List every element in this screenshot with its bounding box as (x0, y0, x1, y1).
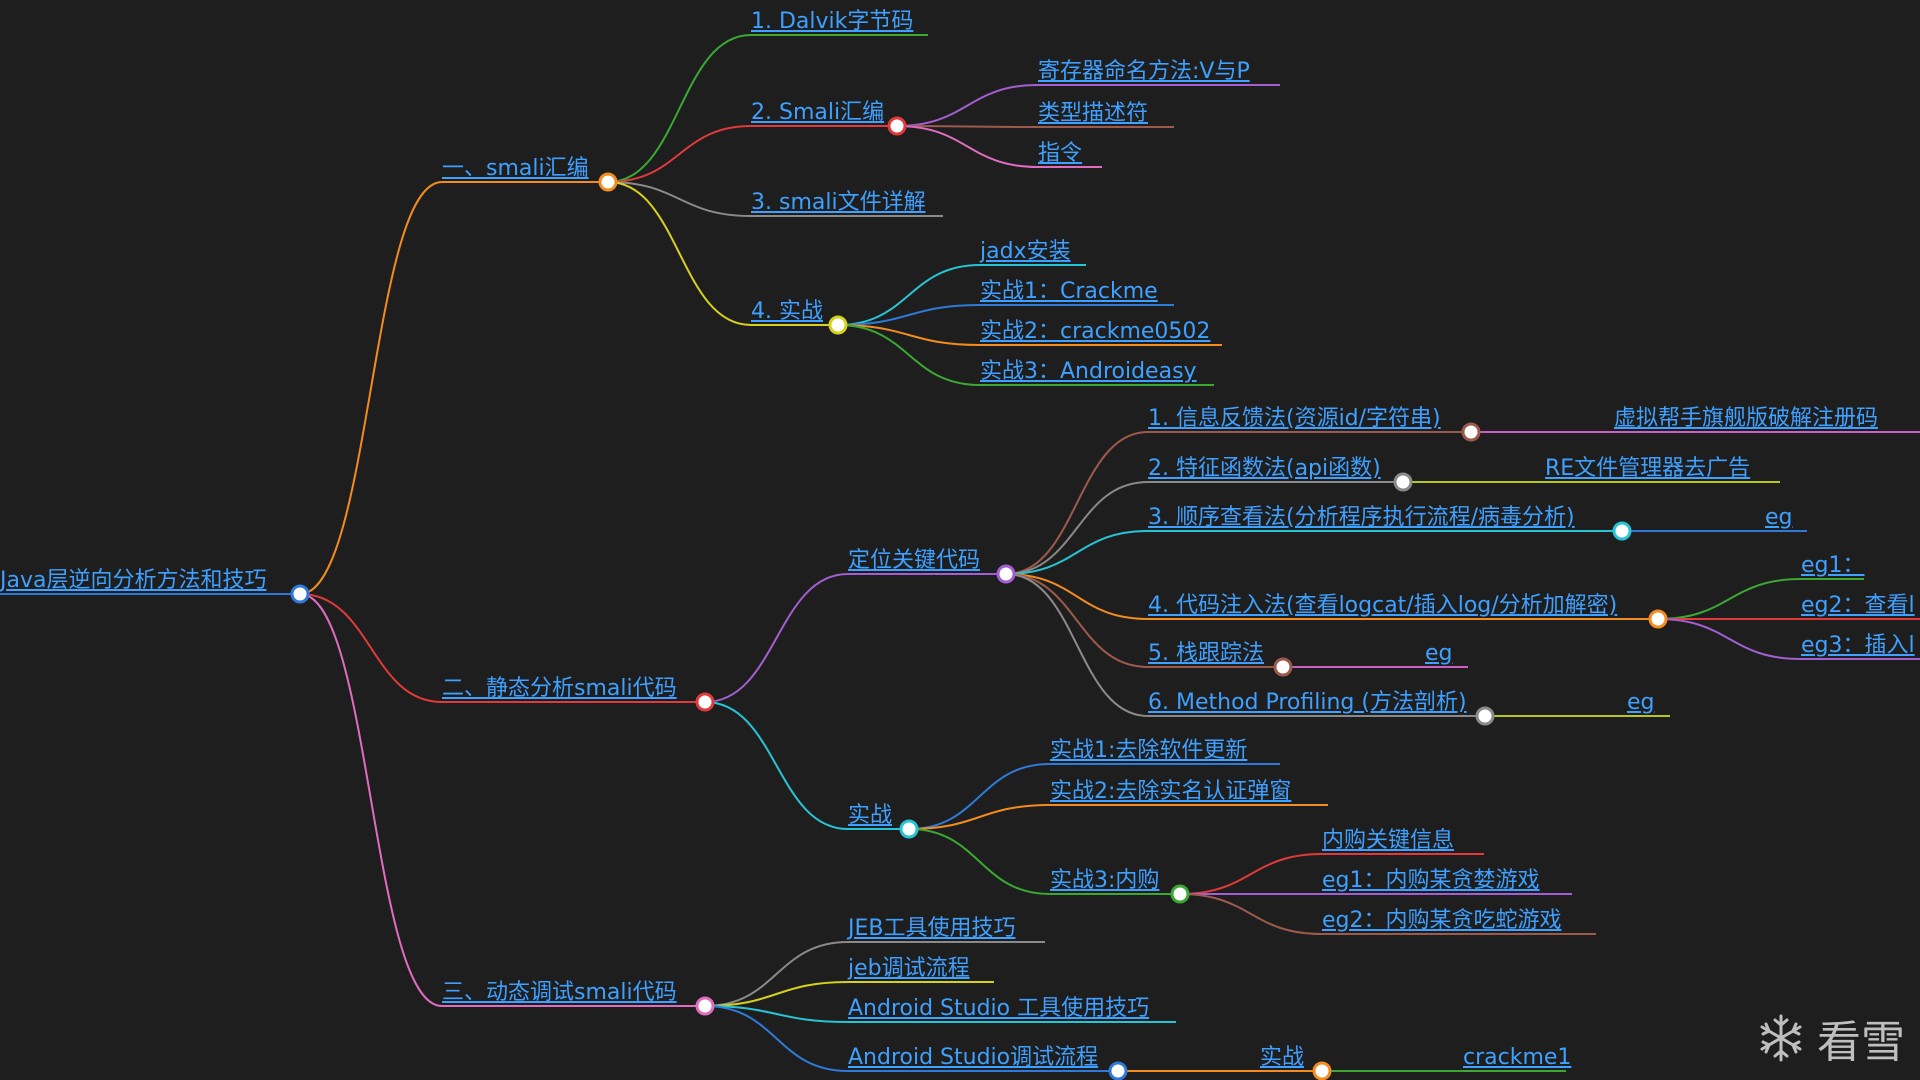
node-jeb-tips[interactable]: JEB工具使用技巧 (848, 916, 1016, 941)
node-register-naming[interactable]: 寄存器命名方法:V与P (1038, 59, 1250, 84)
connector-n-b3c4 (704, 1005, 849, 1072)
node-eg-stack[interactable]: eg (1425, 641, 1453, 666)
connector-n-b1 (299, 181, 443, 595)
node-remove-update[interactable]: 实战1:去除软件更新 (1050, 738, 1248, 763)
collapse-dot-n-b1c4[interactable] (828, 315, 848, 335)
node-virtual-helper[interactable]: 虚拟帮手旗舰版破解注册码 (1614, 406, 1879, 431)
watermark-text: 看雪 (1817, 1017, 1905, 1068)
collapse-dot-n-b2c2[interactable] (899, 819, 919, 839)
node-remove-realname[interactable]: 实战2:去除实名认证弹窗 (1050, 779, 1292, 804)
node-crackme0502[interactable]: 实战2：crackme0502 (980, 319, 1211, 344)
connector-n-b1c4 (607, 181, 752, 326)
collapse-dot-n-b3c4a[interactable] (1312, 1061, 1332, 1080)
node-root[interactable]: Java层逆向分析方法和技巧 (0, 568, 267, 593)
connector-n-b2 (299, 593, 443, 703)
connector-n-p1 (908, 763, 1051, 830)
node-locate-key-code[interactable]: 定位关键代码 (848, 548, 981, 573)
node-iap-eg1[interactable]: eg1：内购某贪婪游戏 (1322, 868, 1540, 893)
node-dynamic-debug[interactable]: 三、动态调试smali代码 (442, 980, 677, 1005)
connector-n-b2c2 (704, 701, 849, 830)
collapse-dot-n-m1[interactable] (1461, 422, 1481, 442)
connector-n-b1c4c (837, 324, 981, 346)
connector-n-p3a (1179, 853, 1323, 895)
node-re-file-manager[interactable]: RE文件管理器去广告 (1545, 456, 1751, 481)
connector-n-b1c3 (607, 181, 752, 217)
collapse-dot-n-b2[interactable] (695, 692, 715, 712)
connector-n-b1c2b (896, 125, 1039, 128)
connector-n-p3c (1179, 893, 1323, 935)
connector-n-m2 (1005, 481, 1149, 575)
collapse-dot-n-b3[interactable] (695, 996, 715, 1016)
connector-n-m4 (1005, 573, 1149, 620)
collapse-dot-n-m5[interactable] (1273, 657, 1293, 677)
connector-n-b3c2 (704, 981, 849, 1007)
connector-n-m6 (1005, 573, 1149, 717)
connector-n-b2c1 (704, 573, 849, 703)
connector-n-m1 (1005, 431, 1149, 575)
connector-n-p3 (908, 828, 1051, 895)
node-smali-hb[interactable]: 2. Smali汇编 (751, 100, 885, 125)
node-practice-2[interactable]: 实战 (848, 803, 893, 828)
node-eg2-inject[interactable]: eg2：查看l (1801, 593, 1915, 618)
node-static-analysis[interactable]: 二、静态分析smali代码 (442, 676, 677, 701)
collapse-dot-n-b2c1[interactable] (996, 564, 1016, 584)
node-practice-3[interactable]: 实战 (1260, 1045, 1305, 1070)
node-method-stack[interactable]: 5. 栈跟踪法 (1148, 641, 1264, 666)
node-eg-sequence[interactable]: eg (1765, 505, 1793, 530)
node-smali-assembly[interactable]: 一、smali汇编 (442, 156, 589, 181)
connector-n-b3c3 (704, 1005, 849, 1023)
node-method-feedback[interactable]: 1. 信息反馈法(资源id/字符串) (1148, 406, 1441, 431)
node-dalvik-bytecode[interactable]: 1. Dalvik字节码 (751, 9, 914, 34)
node-method-api[interactable]: 2. 特征函数法(api函数) (1148, 456, 1381, 481)
node-as-tips[interactable]: Android Studio 工具使用技巧 (848, 996, 1150, 1021)
node-method-sequence[interactable]: 3. 顺序查看法(分析程序执行流程/病毒分析) (1148, 505, 1575, 530)
node-method-inject[interactable]: 4. 代码注入法(查看logcat/插入log/分析加解密) (1148, 593, 1618, 618)
node-eg3-inject[interactable]: eg3：插入l (1801, 633, 1915, 658)
kanxue-watermark: 看雪 (1755, 1006, 1905, 1070)
connector-n-p2 (908, 804, 1051, 830)
collapse-dot-n-root[interactable] (290, 584, 310, 604)
connector-n-m4c (1657, 618, 1802, 660)
connector-n-m5 (1005, 573, 1149, 668)
snowflake-icon (1760, 1014, 1802, 1062)
node-method-profiling[interactable]: 6. Method Profiling (方法剖析) (1148, 690, 1467, 715)
connector-n-m3 (1005, 530, 1149, 575)
collapse-dot-n-m6[interactable] (1475, 706, 1495, 726)
connector-n-m4a (1657, 578, 1802, 620)
collapse-dot-n-b1c2[interactable] (887, 116, 907, 136)
connector-n-b1c2a (896, 84, 1039, 127)
collapse-dot-n-m3[interactable] (1612, 521, 1632, 541)
node-type-descriptor[interactable]: 类型描述符 (1038, 101, 1149, 126)
node-iap-key-info[interactable]: 内购关键信息 (1322, 828, 1455, 853)
node-eg1-inject[interactable]: eg1： (1801, 553, 1865, 578)
connector-n-b1c2 (607, 125, 752, 183)
collapse-dot-n-b3c4[interactable] (1108, 1061, 1128, 1080)
node-instruction[interactable]: 指令 (1038, 141, 1083, 166)
connector-n-b3 (299, 593, 443, 1007)
node-jadx-install[interactable]: jadx安装 (980, 239, 1071, 264)
node-androideasy[interactable]: 实战3：Androideasy (980, 359, 1197, 384)
connector-n-b1c4d (837, 324, 981, 386)
node-jeb-debug[interactable]: jeb调试流程 (848, 956, 970, 981)
node-smali-file[interactable]: 3. smali文件详解 (751, 190, 926, 215)
connector-n-b1c2c (896, 125, 1039, 168)
collapse-dot-n-m2[interactable] (1393, 472, 1413, 492)
node-practice-1[interactable]: 4. 实战 (751, 299, 823, 324)
collapse-dot-n-b1[interactable] (598, 172, 618, 192)
node-eg-profiling[interactable]: eg (1627, 690, 1655, 715)
node-iap-eg2[interactable]: eg2：内购某贪吃蛇游戏 (1322, 908, 1562, 933)
connector-n-b1c4a (837, 264, 981, 326)
node-crackme[interactable]: 实战1：Crackme (980, 279, 1158, 304)
collapse-dot-n-p3[interactable] (1170, 884, 1190, 904)
connector-n-b1c4b (837, 304, 981, 326)
node-in-app-purchase[interactable]: 实战3:内购 (1050, 868, 1160, 893)
connector-n-b3c1 (704, 941, 849, 1007)
connector-n-b1c1 (607, 34, 752, 183)
collapse-dot-n-m4[interactable] (1648, 609, 1668, 629)
node-as-debug[interactable]: Android Studio调试流程 (848, 1045, 1099, 1070)
node-crackme1[interactable]: crackme1 (1463, 1045, 1572, 1070)
